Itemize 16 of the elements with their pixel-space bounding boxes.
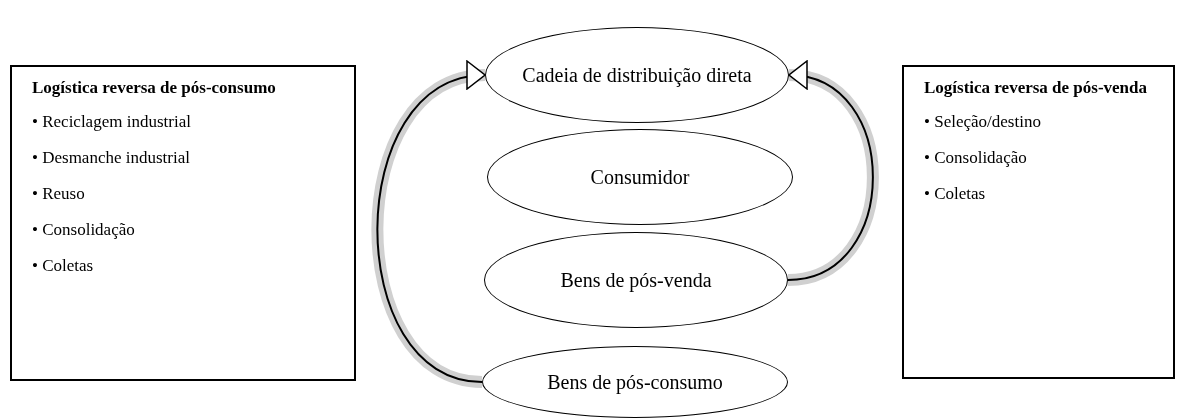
panel-heading: Logística reversa de pós-venda bbox=[924, 77, 1149, 99]
node-label: Bens de pós-venda bbox=[560, 269, 712, 291]
list-item: • Desmanche industrial bbox=[32, 147, 191, 169]
list-item: • Coletas bbox=[32, 255, 95, 277]
node-label: Cadeia de distribuição direta bbox=[522, 64, 752, 86]
node-label: Consumidor bbox=[590, 166, 690, 188]
list-item: • Consolidação bbox=[924, 147, 1028, 169]
panel-heading: Logística reversa de pós-consumo bbox=[32, 77, 277, 99]
list-item: • Reciclagem industrial bbox=[32, 111, 192, 133]
node-label: Bens de pós-consumo bbox=[547, 371, 723, 393]
list-item: • Consolidação bbox=[32, 219, 136, 241]
list-item: • Seleção/destino bbox=[924, 111, 1042, 133]
list-item: • Reuso bbox=[32, 183, 86, 205]
list-item: • Coletas bbox=[924, 183, 987, 205]
text-panel bbox=[902, 65, 1175, 379]
text-panel bbox=[10, 65, 356, 381]
